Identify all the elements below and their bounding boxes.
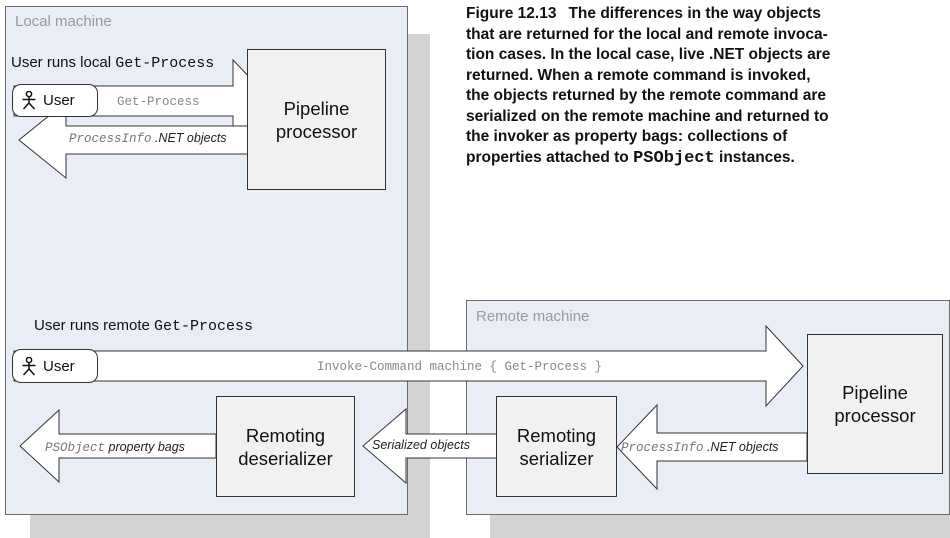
local-heading-text: User runs local	[11, 54, 116, 71]
remote-processinfo-arrow	[616, 403, 808, 491]
remote-processinfo-text: .NET objects	[703, 440, 779, 454]
local-processinfo-arrow	[18, 98, 272, 180]
caption-code-psobject: PSObject	[633, 148, 715, 168]
local-processinfo-code: ProcessInfo	[69, 132, 152, 146]
local-processinfo-text: .NET objects	[151, 131, 227, 145]
local-machine-label: Local machine	[15, 13, 112, 30]
serialized-objects-label: Serialized objects	[372, 438, 470, 452]
local-heading: User runs local Get-Process	[11, 54, 214, 72]
caption-line-3: tion cases. In the local case, live .NET…	[466, 46, 831, 63]
serialized-objects-text: Serialized objects	[372, 438, 470, 452]
local-pipeline-processor: Pipeline processor	[247, 49, 386, 190]
remote-processinfo-label: ProcessInfo .NET objects	[621, 440, 779, 455]
psobject-code: PSObject	[45, 441, 106, 455]
psobject-arrow	[19, 408, 217, 484]
caption-line-7: the invoker as property bags: collection…	[466, 128, 788, 145]
caption-line-6: serialized on the remote machine and ret…	[466, 107, 829, 125]
psobject-label: PSObject property bags	[45, 440, 185, 455]
remote-user-box: User	[12, 349, 98, 383]
remote-processinfo-code: ProcessInfo	[621, 441, 704, 455]
remote-heading-code: Get-Process	[154, 318, 254, 335]
caption-line-8-suffix: instances.	[714, 148, 795, 166]
invoke-command-code: Invoke-Command machine { Get-Process }	[317, 360, 603, 374]
remote-user-label: User	[43, 357, 75, 375]
user-icon	[22, 356, 36, 376]
remote-machine-label: Remote machine	[476, 308, 590, 325]
local-heading-code: Get-Process	[115, 55, 215, 72]
caption-line-8-prefix: properties attached to	[466, 148, 634, 166]
remote-heading: User runs remote Get-Process	[34, 317, 253, 335]
serialized-objects-arrow	[362, 407, 498, 485]
caption-line-2: that are returned for the local and remo…	[466, 25, 828, 43]
invoke-command-label: Invoke-Command machine { Get-Process }	[317, 359, 602, 374]
user-icon	[22, 91, 36, 110]
local-user-box: User	[12, 84, 98, 117]
caption-line-5: the objects returned by the remote comma…	[466, 87, 827, 104]
psobject-text: property bags	[105, 440, 185, 454]
remoting-deserializer: Remoting deserializer	[216, 396, 355, 497]
remoting-serializer: Remoting serializer	[496, 396, 617, 497]
caption-line-4: returned. When a remote command is invok…	[466, 66, 811, 84]
get-process-arrow-code: Get-Process	[117, 95, 200, 109]
get-process-arrow-label: Get-Process	[117, 94, 200, 109]
invoke-command-arrow	[13, 324, 804, 408]
figure-caption: Figure 12.13 The differences in the way o…	[466, 4, 950, 169]
remote-heading-text: User runs remote	[34, 317, 155, 334]
local-processinfo-label: ProcessInfo .NET objects	[69, 131, 227, 146]
remote-pipeline-processor: Pipeline processor	[807, 334, 943, 474]
figure-number: Figure 12.13	[466, 5, 557, 22]
local-user-label: User	[43, 92, 75, 109]
caption-line-1: The differences in the way objects	[568, 5, 821, 22]
